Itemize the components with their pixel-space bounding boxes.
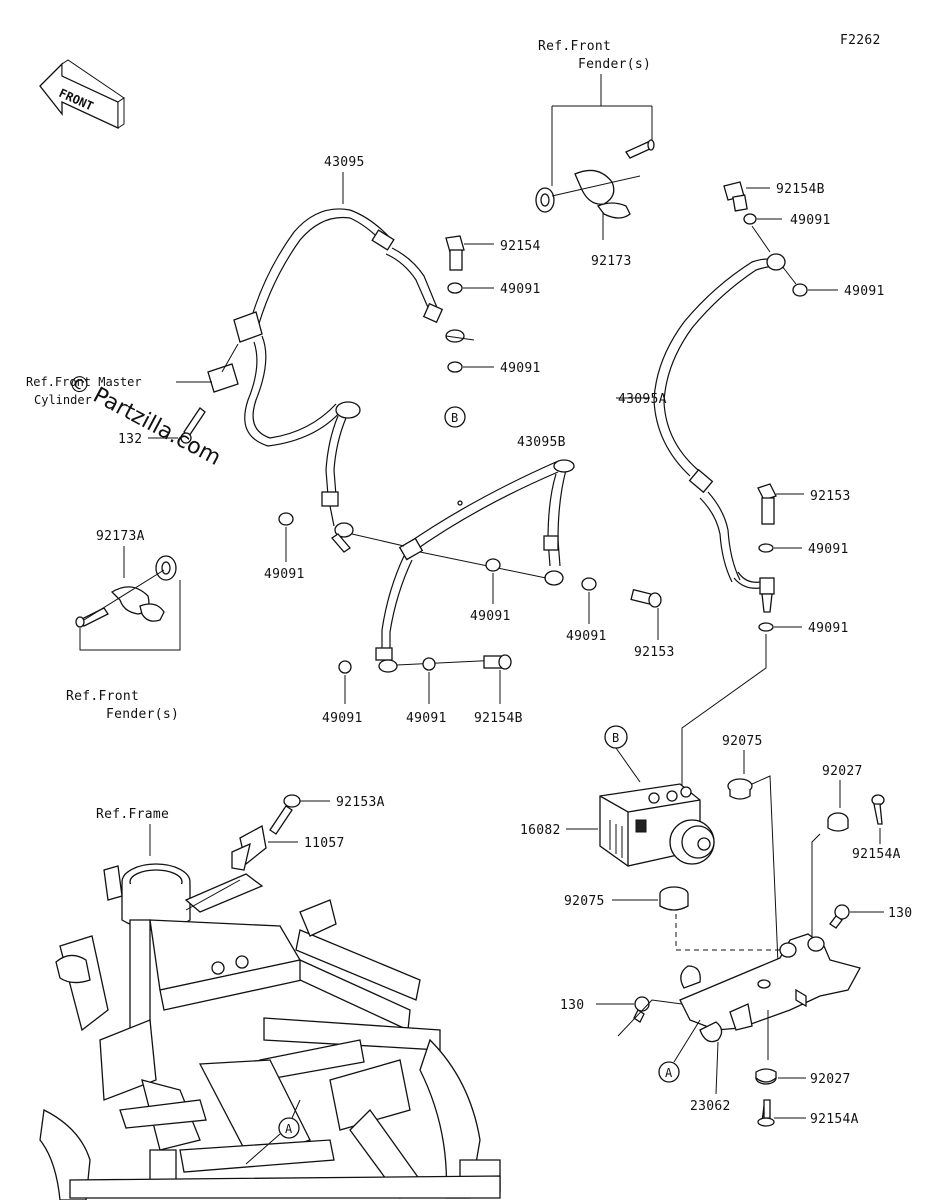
grommet-92075-bottom (659, 886, 689, 911)
label-130-right: 130 (888, 906, 912, 921)
bolt-92153A (269, 794, 301, 835)
label-16082: 16082 (520, 823, 561, 838)
bracket-23062 (679, 933, 861, 1043)
label-92154B-mid: 92154B (474, 711, 523, 726)
grommet-92075-top (727, 778, 753, 800)
bolt-92154A-top (871, 794, 885, 825)
bolt-132 (180, 407, 206, 444)
ref-frame: Ref.Frame (96, 807, 169, 822)
label-43095A: 43095A (618, 392, 667, 407)
bolt-92154A-bottom (757, 1099, 775, 1127)
label-92075-top: 92075 (722, 734, 763, 749)
label-92154A-bottom: 92154A (810, 1112, 859, 1127)
banjo-bolt-92154B-top (723, 181, 748, 212)
label-132: 132 (118, 432, 142, 447)
hose-43095A (653, 253, 786, 613)
banjo-bolt-92153-right (757, 483, 777, 525)
banjo-bolt-92153-mid (630, 588, 662, 608)
label-49091-a: 49091 (500, 282, 541, 297)
ref-front-fender-left-line1: Ref.Front (66, 689, 139, 704)
hose-43095 (207, 208, 475, 553)
label-92154A-top: 92154A (852, 847, 901, 862)
motorcycle-frame (39, 863, 501, 1200)
front-arrow-icon: FRONT (39, 59, 125, 130)
washer-49091-c (278, 512, 294, 526)
callout-a-frame (278, 1117, 300, 1139)
label-49091-e: 49091 (566, 629, 607, 644)
collar-92027-bottom (755, 1068, 777, 1085)
washer-49091-f (338, 660, 352, 674)
callout-b-top-label: B (451, 411, 458, 425)
label-11057: 11057 (304, 836, 345, 851)
washer-49091-j (758, 543, 774, 553)
washer-49091-d (485, 558, 501, 572)
label-49091-g: 49091 (406, 711, 447, 726)
label-43095B: 43095B (517, 435, 566, 450)
watermark: © Partzilla.com (63, 369, 225, 471)
callout-a-bracket (658, 1061, 680, 1083)
label-92153-mid: 92153 (634, 645, 675, 660)
label-49091-j: 49091 (808, 542, 849, 557)
diagram-code: F2262 (840, 33, 881, 48)
label-92153A: 92153A (336, 795, 385, 810)
sensor-11057 (231, 824, 267, 871)
banjo-bolt-92154 (445, 235, 465, 271)
bolt-130-right (829, 904, 850, 929)
label-92154: 92154 (500, 239, 541, 254)
washer-49091-h (743, 213, 757, 225)
label-49091-h: 49091 (790, 213, 831, 228)
washer-49091-i (792, 283, 808, 297)
clamp-92173A (75, 555, 177, 628)
washer-49091-e (581, 577, 597, 591)
label-49091-c: 49091 (264, 567, 305, 582)
hose-43095B (375, 459, 575, 673)
collar-92027-top (827, 812, 849, 832)
label-49091-i: 49091 (844, 284, 885, 299)
label-49091-k: 49091 (808, 621, 849, 636)
ref-master-cylinder-line2: Cylinder (34, 393, 92, 407)
callout-a-bracket-label: A (665, 1066, 673, 1080)
label-92173: 92173 (591, 254, 632, 269)
label-92153-right: 92153 (810, 489, 851, 504)
label-92075-bottom: 92075 (564, 894, 605, 909)
label-23062: 23062 (690, 1099, 731, 1114)
washer-49091-a (447, 282, 463, 294)
banjo-bolt-92154B-mid (483, 654, 512, 670)
callout-a-frame-label: A (285, 1122, 293, 1136)
label-43095: 43095 (324, 155, 365, 170)
label-130-left: 130 (560, 998, 584, 1013)
washer-49091-k (758, 622, 774, 632)
ref-front-fender-left-line2: Fender(s) (106, 707, 179, 722)
bolt-130-left (633, 996, 650, 1023)
callout-b-abs-label: B (612, 731, 619, 745)
label-49091-b: 49091 (500, 361, 541, 376)
washer-49091-b (447, 361, 463, 373)
ref-front-fender-top-line1: Ref.Front (538, 39, 611, 54)
label-92154B-top: 92154B (776, 182, 825, 197)
ref-master-cylinder-line1: Ref.Front Master (26, 375, 142, 389)
label-49091-f: 49091 (322, 711, 363, 726)
ref-front-fender-top-line2: Fender(s) (578, 57, 651, 72)
label-49091-d: 49091 (470, 609, 511, 624)
clamp-92173 (535, 139, 655, 219)
washer-49091-g (422, 657, 436, 671)
callout-b-top (444, 406, 466, 428)
label-92173A: 92173A (96, 529, 145, 544)
abs-unit-16082 (599, 783, 715, 867)
label-92027-bottom: 92027 (810, 1072, 851, 1087)
label-92027-top: 92027 (822, 764, 863, 779)
